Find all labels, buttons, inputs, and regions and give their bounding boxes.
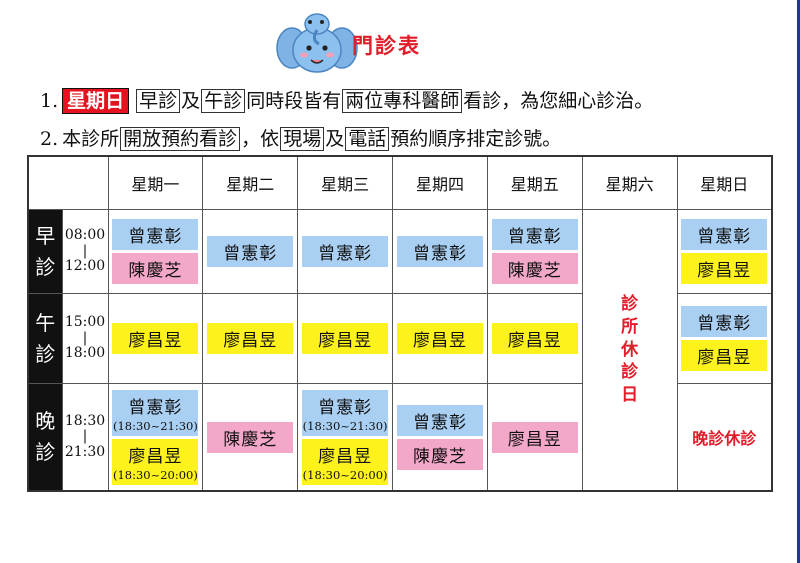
elephant-mascot-icon (276, 13, 358, 73)
doctor-chen: 陳慶芝 (207, 421, 294, 453)
thu-afternoon: 廖昌昱 (392, 293, 488, 384)
note-2-tail: 預約順序排定診號。 (390, 128, 562, 150)
afternoon-row: 午診 15:00|18:00 廖昌昱 廖昌昱 廖昌昱 廖昌昱 廖昌昱 曾憲彰 廖… (27, 293, 773, 384)
day-header: 星期日 (676, 155, 773, 210)
day-header: 星期一 (107, 155, 204, 210)
doctor-zeng: 曾憲彰 (112, 219, 199, 250)
note-1-tail: 看診，為您細心診治。 (463, 90, 654, 112)
note-1-two-doctors: 兩位專科醫師 (342, 89, 463, 113)
note-2-by: ，依 (241, 128, 280, 150)
doctor-chen: 陳慶芝 (491, 253, 578, 284)
doctor-zeng: 曾憲彰 (396, 236, 483, 267)
note-1-number: 1. (40, 90, 59, 112)
doctor-zeng: 曾憲彰 (302, 236, 389, 267)
note-2-prefix: 本診所 (62, 128, 120, 150)
doctor-zeng: 曾憲彰 (396, 404, 483, 436)
note-line-1: 1.星期日早診及午診同時段皆有兩位專科醫師看診，為您細心診治。 (40, 86, 654, 114)
doctor-zeng: 曾憲彰 (681, 306, 768, 337)
doctor-zeng: 曾憲彰 (491, 219, 578, 250)
fri-evening: 廖昌昱 (486, 383, 583, 492)
afternoon-time: 15:00|18:00 (61, 293, 109, 384)
doctor-liao: 廖昌昱 (681, 340, 768, 371)
doctor-chen: 陳慶芝 (112, 253, 199, 284)
fri-morning: 曾憲彰 陳慶芝 (486, 209, 583, 294)
thu-morning: 曾憲彰 (392, 209, 488, 294)
note-2-phone: 電話 (345, 127, 390, 151)
day-header: 星期四 (392, 155, 488, 210)
doctor-liao-with-range: 廖昌昱(18:30~20:00) (112, 438, 199, 485)
doctor-liao: 廖昌昱 (207, 323, 294, 354)
doctor-liao-pink: 廖昌昱 (491, 421, 578, 453)
morning-time: 08:00|12:00 (61, 209, 109, 294)
doctor-liao: 廖昌昱 (396, 323, 483, 354)
morning-label: 早診 (27, 209, 63, 294)
day-header: 星期五 (486, 155, 583, 210)
clinic-schedule-table: 星期一 星期二 星期三 星期四 星期五 星期六 星期日 早診 08:00|12:… (27, 155, 773, 492)
note-1-sunday: 星期日 (62, 88, 130, 114)
doctor-liao: 廖昌昱 (681, 253, 768, 284)
note-1-and: 及 (181, 90, 201, 112)
day-header: 星期二 (202, 155, 299, 210)
morning-row: 早診 08:00|12:00 曾憲彰 陳慶芝 曾憲彰 曾憲彰 曾憲彰 曾憲彰 陳… (27, 209, 773, 492)
doctor-zeng-with-range: 曾憲彰(18:30~21:30) (112, 389, 199, 436)
sun-evening-closed: 晚診休診 (676, 383, 773, 492)
mon-afternoon: 廖昌昱 (107, 293, 204, 384)
note-2-onsite: 現場 (280, 127, 325, 151)
sat-closed: 診 所 休 診 日 (581, 209, 678, 492)
wed-afternoon: 廖昌昱 (297, 293, 394, 384)
sun-afternoon: 曾憲彰 廖昌昱 (676, 293, 773, 384)
note-2-number: 2. (40, 128, 59, 150)
note-2-open-booking: 開放預約看診 (120, 127, 241, 151)
tue-afternoon: 廖昌昱 (202, 293, 299, 384)
fri-afternoon: 廖昌昱 (486, 293, 583, 384)
doctor-liao: 廖昌昱 (491, 323, 578, 354)
note-1-morning: 早診 (136, 89, 181, 113)
note-1-afternoon: 午診 (201, 89, 246, 113)
afternoon-label: 午診 (27, 293, 63, 384)
page-title: 門診表 (352, 34, 421, 58)
mon-morning: 曾憲彰 陳慶芝 (107, 209, 204, 294)
doctor-zeng: 曾憲彰 (207, 236, 294, 267)
doctor-zeng: 曾憲彰 (681, 219, 768, 250)
day-header: 星期六 (581, 155, 678, 210)
sun-morning: 曾憲彰 廖昌昱 (676, 209, 773, 294)
note-2-and: 及 (325, 128, 345, 150)
note-1-mid: 同時段皆有 (246, 90, 342, 112)
right-frame-border (797, 0, 800, 563)
tue-evening: 陳慶芝 (202, 383, 299, 492)
evening-label: 晚診 (27, 383, 63, 492)
day-header: 星期三 (297, 155, 394, 210)
doctor-zeng-with-range: 曾憲彰(18:30~21:30) (302, 389, 389, 436)
header-row: 星期一 星期二 星期三 星期四 星期五 星期六 星期日 (27, 155, 773, 210)
thu-evening: 曾憲彰 陳慶芝 (392, 383, 488, 492)
evening-row: 晚診 18:30|21:30 曾憲彰(18:30~21:30) 廖昌昱(18:3… (27, 383, 773, 492)
corner-cell (27, 155, 109, 210)
doctor-liao-with-range: 廖昌昱(18:30~20:00) (302, 438, 389, 485)
doctor-liao: 廖昌昱 (302, 323, 389, 354)
wed-morning: 曾憲彰 (297, 209, 394, 294)
doctor-liao: 廖昌昱 (112, 323, 199, 354)
mon-evening: 曾憲彰(18:30~21:30) 廖昌昱(18:30~20:00) (107, 383, 204, 492)
tue-morning: 曾憲彰 (202, 209, 299, 294)
wed-evening: 曾憲彰(18:30~21:30) 廖昌昱(18:30~20:00) (297, 383, 394, 492)
note-line-2: 2.本診所開放預約看診，依現場及電話預約順序排定診號。 (40, 124, 561, 151)
evening-time: 18:30|21:30 (61, 383, 109, 492)
doctor-chen: 陳慶芝 (396, 438, 483, 470)
